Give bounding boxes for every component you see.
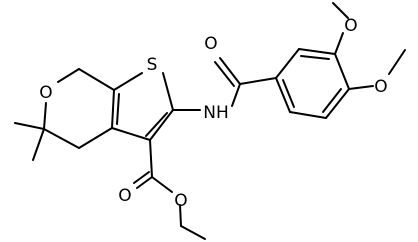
pyran-ring (43, 68, 115, 149)
ester-oxygen-label: O (174, 191, 187, 211)
ethyl-ester-group (133, 139, 206, 240)
gem-dimethyl-group (14, 122, 45, 161)
thiophene-sulfur-label: S (147, 55, 158, 75)
amide-nitrogen-label: NH (203, 103, 229, 123)
benzene-ring (275, 48, 350, 119)
methoxy-oxygen-top-label: O (344, 16, 357, 36)
methoxy-oxygen-right-label: O (374, 77, 387, 97)
ester-carbonyl-oxygen-label: O (118, 186, 131, 206)
ring-oxygen-label: O (39, 83, 52, 103)
thiophene-ring (111, 72, 174, 141)
amide-group (172, 57, 277, 111)
amide-carbonyl-oxygen-label: O (204, 34, 217, 54)
methoxy-groups (332, 2, 406, 90)
